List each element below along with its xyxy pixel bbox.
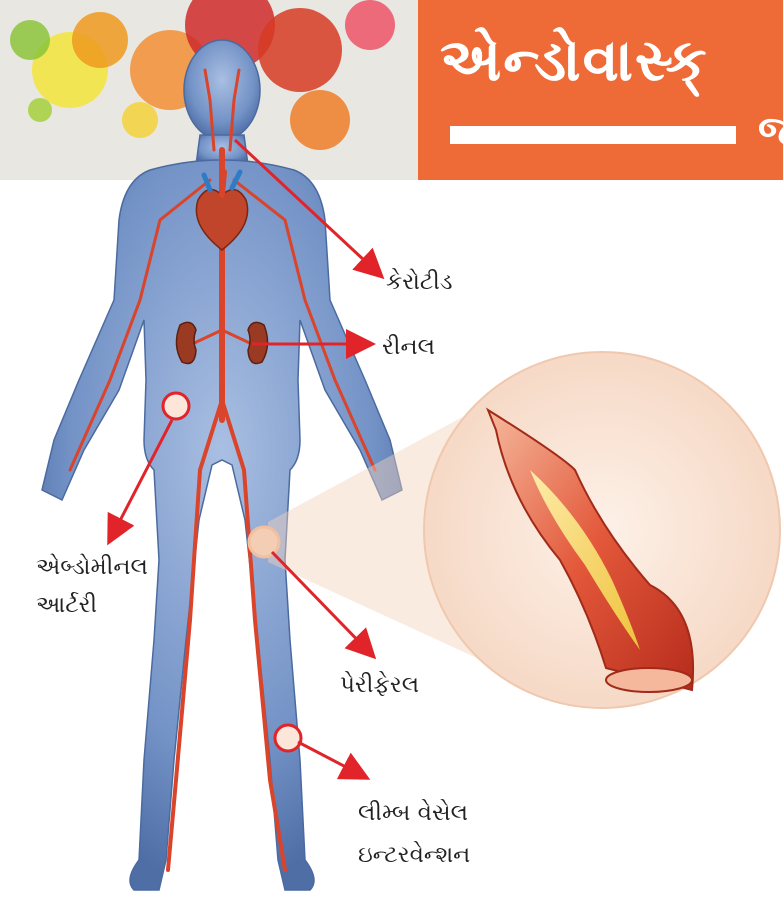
marker-abdominal [163,393,189,419]
label-renal: રીનલ [382,330,435,364]
label-abdominal-line1: એબ્ડોમીનલ [36,550,148,584]
label-abdominal-line2: આર્ટરી [36,588,97,622]
artery-detail-lens [424,352,780,708]
label-limb-line1: લીમ્બ વેસેલ [358,796,468,830]
label-carotid: કેરોટીડ [386,265,452,299]
label-limb-line2: ઇન્ટરવેન્શન [358,838,470,872]
label-peripheral: પેરીફેરલ [340,668,419,702]
marker-limb [275,725,301,751]
arrow-limb [298,742,365,777]
